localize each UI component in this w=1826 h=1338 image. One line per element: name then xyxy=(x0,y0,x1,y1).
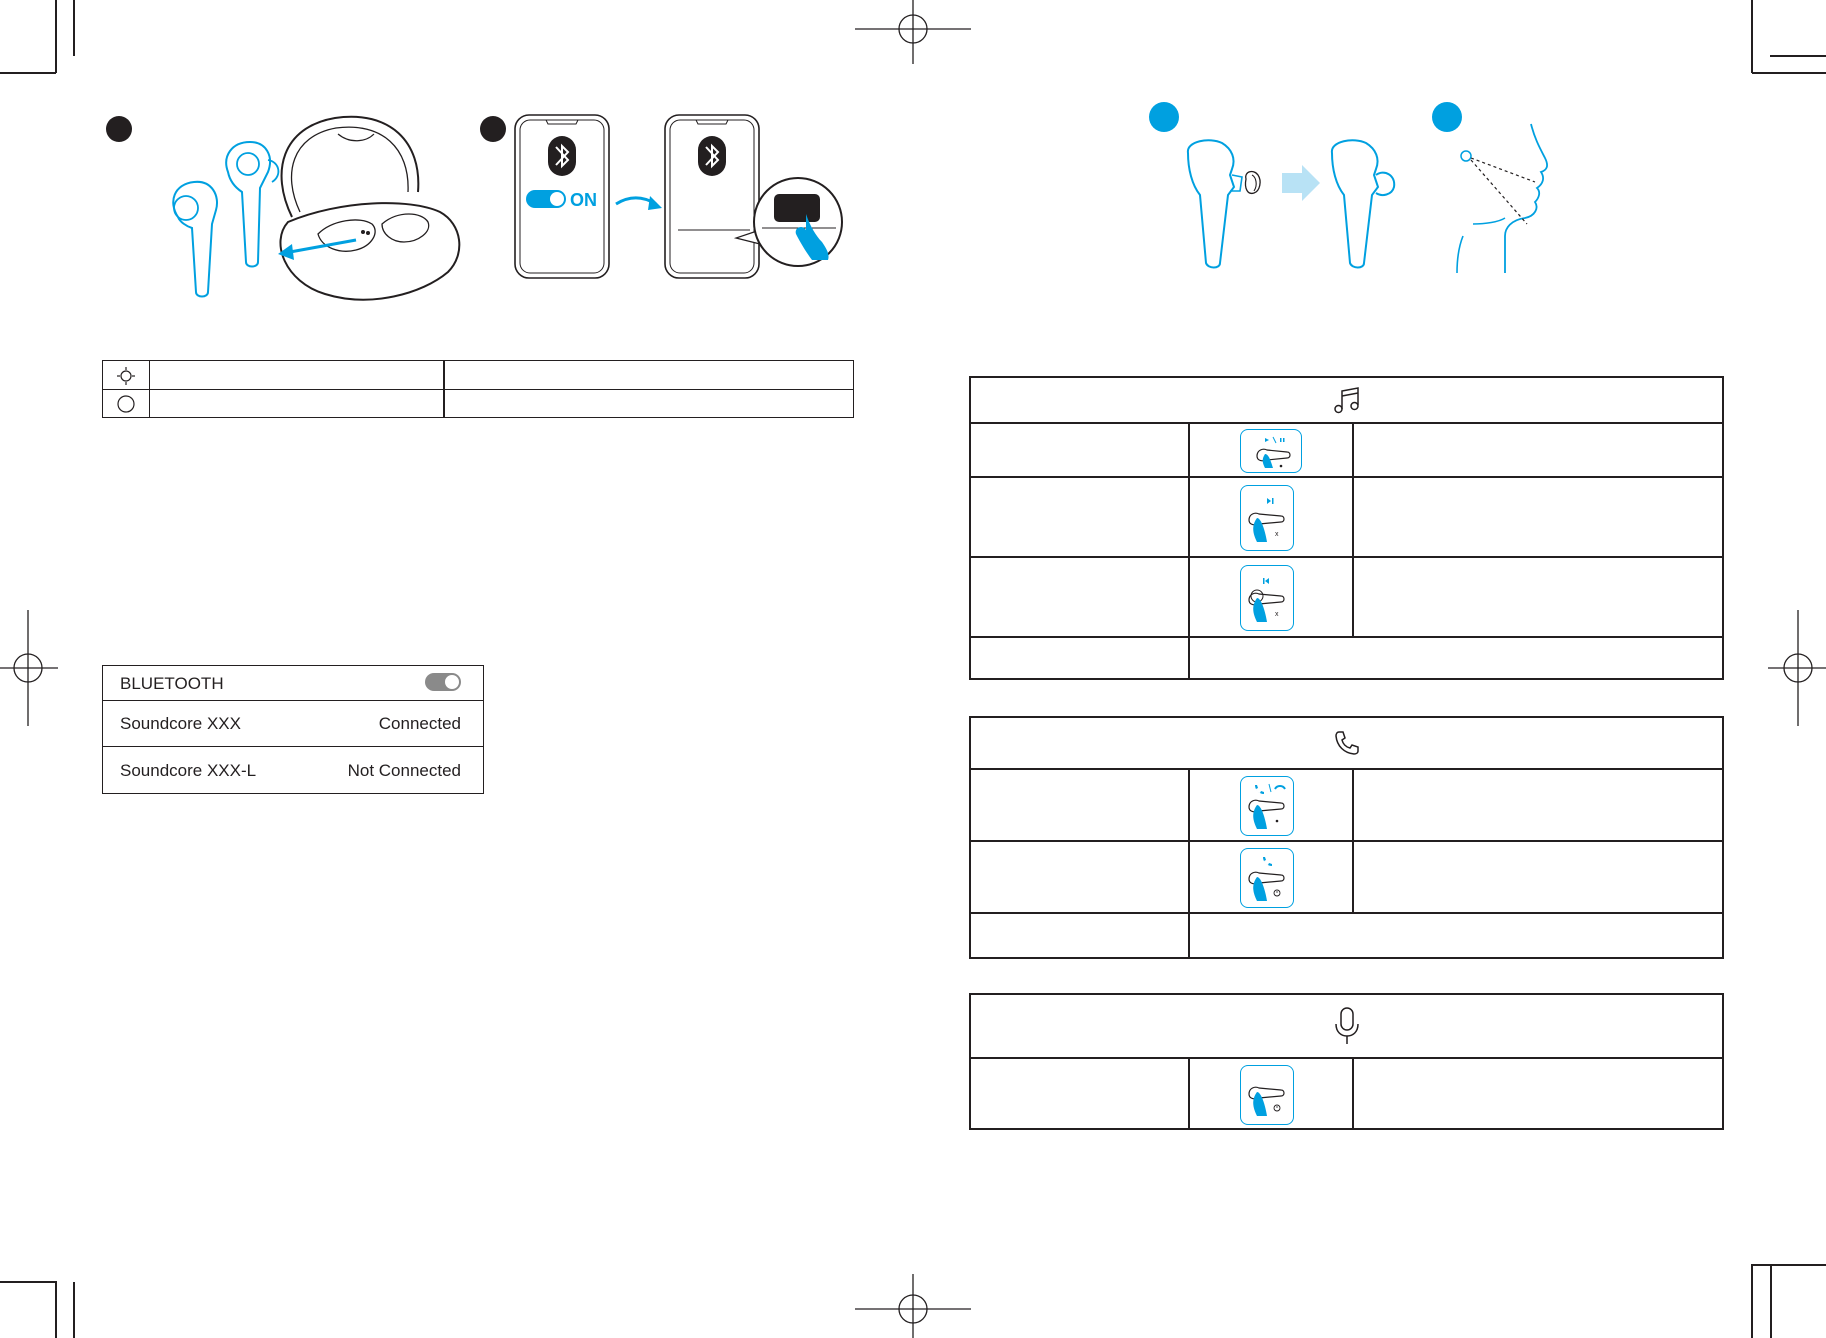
led-on-icon xyxy=(117,367,135,385)
step-marker-3 xyxy=(1149,102,1179,132)
bluetooth-device-row[interactable]: Soundcore XXX-L Not Connected xyxy=(103,747,483,793)
phone-icon xyxy=(1334,731,1359,755)
eartip-replacement-illustration xyxy=(1186,139,1396,269)
music-control-row: x xyxy=(971,558,1722,638)
svg-text:x: x xyxy=(1275,611,1279,618)
call-control-row xyxy=(971,842,1722,914)
call-control-row xyxy=(971,914,1722,958)
device-status: Connected xyxy=(378,714,461,733)
voice-control-row xyxy=(971,1059,1722,1130)
registration-mark-top xyxy=(855,0,971,64)
reject-call-gesture-icon xyxy=(1240,848,1294,908)
toggle-on-label: ON xyxy=(570,190,597,210)
call-controls-table xyxy=(969,716,1724,959)
music-control-row xyxy=(971,638,1722,680)
music-control-row: x xyxy=(971,478,1722,558)
registration-mark-right xyxy=(1768,610,1826,726)
led-indicator-table xyxy=(102,360,854,418)
single-tap-gesture-icon xyxy=(1240,429,1302,473)
music-note-icon xyxy=(1333,387,1359,414)
microphone-icon xyxy=(1334,1007,1359,1044)
registration-mark-bottom xyxy=(855,1274,971,1338)
voice-assistant-table xyxy=(969,993,1724,1130)
step-marker-1 xyxy=(106,116,132,142)
voice-assistant-gesture-icon xyxy=(1240,1065,1294,1125)
double-tap-left-gesture-icon: x xyxy=(1240,565,1294,631)
step-marker-4 xyxy=(1432,102,1462,132)
device-name: Soundcore XXX-L xyxy=(120,761,257,780)
double-tap-right-gesture-icon: x xyxy=(1240,485,1294,551)
mic-position-illustration xyxy=(1456,123,1548,274)
earbuds-case-illustration xyxy=(172,115,461,301)
bluetooth-toggle[interactable] xyxy=(425,673,461,691)
bluetooth-header: BLUETOOTH xyxy=(103,666,483,701)
music-controls-table: x x xyxy=(969,376,1724,680)
led-off-icon xyxy=(117,395,135,413)
bluetooth-device-row[interactable]: Soundcore XXX Connected xyxy=(103,700,483,747)
bluetooth-device-list: BLUETOOTH Soundcore XXX Connected Soundc… xyxy=(102,665,484,794)
device-status: Not Connected xyxy=(347,761,461,780)
device-name: Soundcore XXX xyxy=(120,714,241,733)
music-control-row xyxy=(971,424,1722,478)
phone-pairing-illustration: ON xyxy=(514,114,843,279)
step-marker-2 xyxy=(480,116,506,142)
led-table-row xyxy=(103,390,853,418)
bluetooth-title: BLUETOOTH xyxy=(120,674,224,693)
registration-mark-left xyxy=(0,610,58,726)
call-control-row xyxy=(971,770,1722,842)
answer-end-call-gesture-icon xyxy=(1240,776,1294,836)
led-table-row xyxy=(103,361,853,390)
svg-text:x: x xyxy=(1275,531,1279,538)
